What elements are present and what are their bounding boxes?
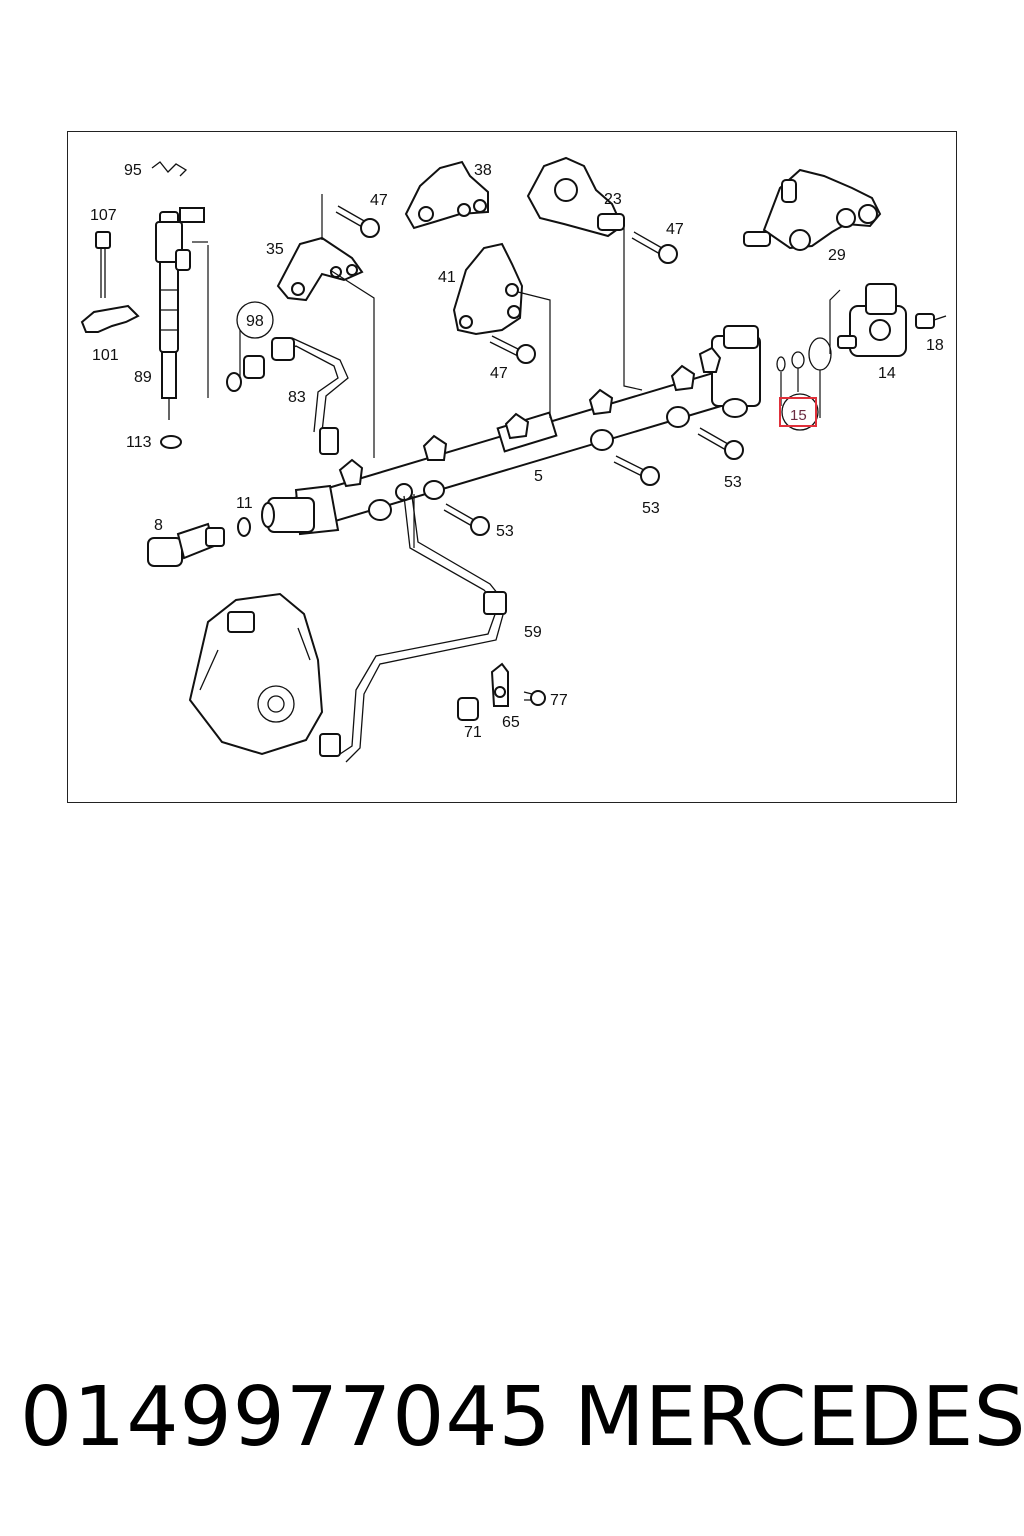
pipe-part-59[interactable] — [319, 495, 507, 763]
grommet-part-71[interactable] — [457, 697, 479, 721]
diagram-frame — [67, 131, 957, 803]
callout-101: 101 — [92, 347, 119, 364]
callout-8: 8 — [154, 517, 163, 534]
bolt-part-107[interactable] — [95, 231, 111, 298]
callout-98: 98 — [246, 313, 264, 330]
callout-59: 59 — [524, 624, 542, 641]
fuel-rail-part-5[interactable] — [261, 325, 761, 536]
callout-53-b: 53 — [642, 500, 660, 517]
callout-labels: 95 107 101 89 113 98 83 35 47 38 41 47 2… — [90, 162, 944, 741]
callout-15: 15 — [790, 407, 807, 424]
callout-38: 38 — [474, 162, 492, 179]
callout-53-a: 53 — [496, 523, 514, 540]
callout-5: 5 — [534, 468, 543, 485]
leader-lines — [192, 194, 841, 548]
bolt-part-53-c[interactable] — [697, 427, 744, 460]
seal-rings-part-15[interactable] — [776, 337, 832, 431]
pipe-part-83[interactable] — [271, 337, 349, 455]
footer: 0149977045 MERCEDES — [0, 1370, 1024, 1470]
bracket-part-29[interactable] — [743, 168, 882, 251]
callout-47-c: 47 — [666, 221, 684, 238]
callout-95: 95 — [124, 162, 142, 179]
callout-53-c: 53 — [724, 474, 742, 491]
callout-77: 77 — [550, 692, 568, 709]
callout-107: 107 — [90, 207, 117, 224]
callout-35: 35 — [266, 241, 284, 258]
part-number: 0149977045 — [20, 1370, 552, 1465]
clamp-part-101[interactable] — [80, 304, 140, 333]
callout-29: 29 — [828, 247, 846, 264]
brand-name: MERCEDES — [574, 1370, 1024, 1465]
bolt-part-47-c[interactable] — [631, 231, 678, 264]
bolt-part-47-a[interactable] — [335, 205, 380, 238]
bracket-part-38[interactable] — [404, 160, 489, 230]
bolt-part-53-a[interactable] — [443, 503, 490, 536]
bolt-part-53-b[interactable] — [613, 455, 660, 486]
clip-part-65[interactable] — [490, 662, 509, 707]
bracket-part-41[interactable] — [452, 242, 524, 336]
callout-65: 65 — [502, 714, 520, 731]
washer-part-113[interactable] — [160, 435, 182, 449]
callout-23: 23 — [604, 191, 622, 208]
callout-113: 113 — [126, 434, 152, 451]
callout-47-b: 47 — [490, 365, 508, 382]
highlight-box — [779, 397, 817, 427]
bolt-part-47-b[interactable] — [489, 335, 536, 364]
callout-83: 83 — [288, 389, 306, 406]
fuel-rail-exploded-diagram: 95 107 101 89 113 98 83 35 47 38 41 47 2… — [80, 156, 947, 763]
high-pressure-pump[interactable] — [188, 592, 324, 756]
callout-11: 11 — [236, 495, 253, 512]
injector-part-89[interactable] — [155, 207, 205, 420]
bracket-part-23[interactable] — [526, 156, 625, 238]
washer-part-11[interactable] — [237, 517, 251, 537]
pressure-regulator-part-14[interactable] — [837, 283, 907, 357]
callout-89: 89 — [134, 369, 152, 386]
screw-part-77[interactable] — [523, 690, 546, 706]
screw-part-18[interactable] — [915, 313, 947, 329]
callout-14: 14 — [878, 365, 896, 382]
seal-ring-part-95[interactable] — [151, 161, 188, 177]
callout-18: 18 — [926, 337, 944, 354]
bracket-part-35[interactable] — [276, 236, 364, 302]
part-98-kit[interactable] — [207, 245, 274, 398]
callout-71: 71 — [464, 724, 482, 741]
sensor-part-8[interactable] — [147, 522, 225, 567]
callout-41: 41 — [438, 269, 456, 286]
callout-47-a: 47 — [370, 192, 388, 209]
